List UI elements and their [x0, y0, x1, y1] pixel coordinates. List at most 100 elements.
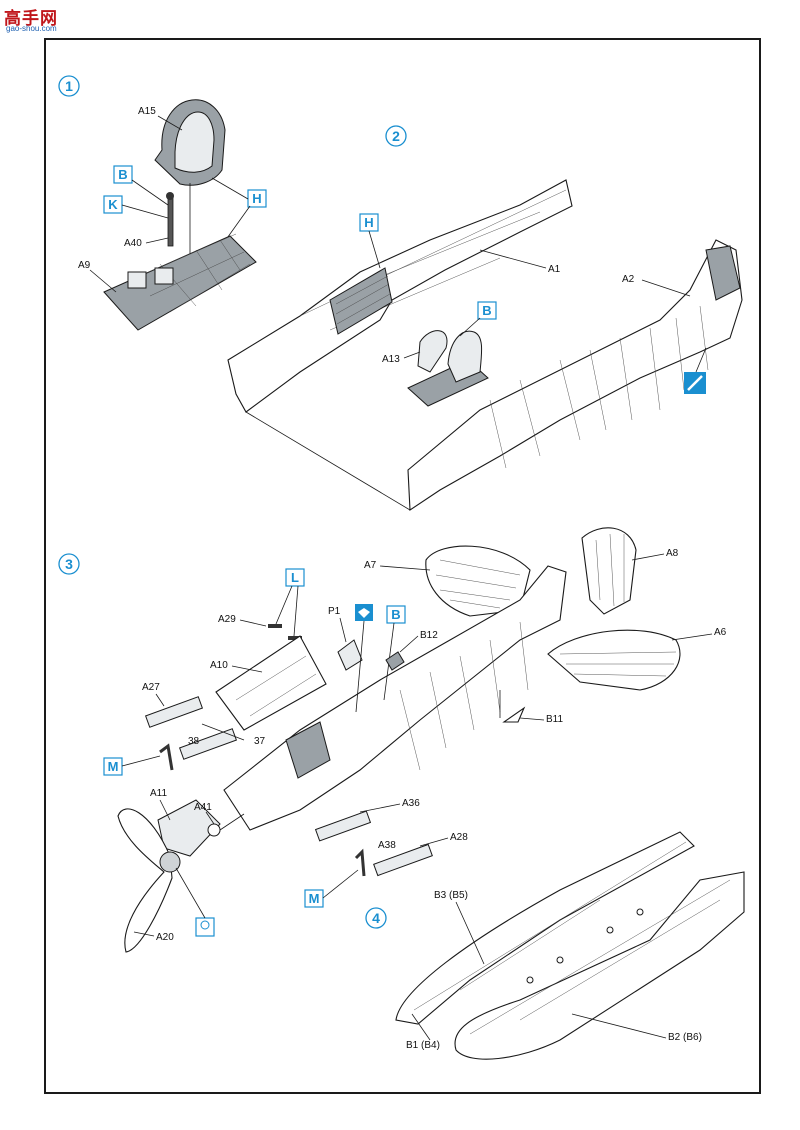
callout-b-step3-text: B [391, 607, 400, 622]
rudder-a8-detail [595, 533, 625, 607]
wing-lower-b2 [454, 871, 745, 1060]
leader-a36 [359, 803, 401, 813]
step-2-circle [385, 125, 407, 147]
part-b11 [502, 706, 526, 723]
exhaust-a36 [314, 810, 372, 842]
leader-k [121, 204, 169, 219]
cowling-top-a10 [215, 635, 327, 731]
fuselage-left-a1 [227, 179, 573, 413]
callout-k-text: K [108, 197, 118, 212]
label-a41: A41 [194, 802, 212, 813]
step-3-number: 3 [65, 556, 73, 572]
wing-hole-3 [606, 926, 614, 934]
callout-b-step2 [477, 301, 497, 320]
label-a36: A36 [402, 798, 420, 809]
tailplane-a6-detail [559, 651, 677, 677]
leader-a2 [641, 279, 691, 297]
wing-hole-4 [636, 908, 644, 916]
callout-l-text: L [291, 570, 299, 585]
label-a28: A28 [450, 832, 468, 843]
fuselage-right-a2 [407, 239, 743, 511]
label-a8: A8 [666, 548, 679, 559]
leader-h-step2 [368, 230, 381, 269]
label-b12: B12 [420, 630, 438, 641]
floor-pedal-left [127, 271, 147, 289]
step-1-group: 1 A15 B K H A40 A9 [58, 75, 267, 331]
label-b3b5: B3 (B5) [434, 890, 468, 901]
label-a29: A29 [218, 614, 236, 625]
instruction-frame [44, 38, 761, 1094]
washer-a41 [207, 823, 221, 837]
label-b2b6: B2 (B6) [668, 1032, 702, 1043]
wing-upper-b3 [395, 831, 695, 1025]
part-m-pipe-step3 [159, 743, 174, 771]
fuselage-a2-panels [489, 305, 709, 469]
step-2-number: 2 [392, 128, 400, 144]
callout-h-step1 [247, 189, 267, 208]
light-bulb-icon-glyph [200, 920, 210, 930]
label-a2: A2 [622, 274, 635, 285]
leader-a11 [159, 799, 171, 821]
canopy-p1 [337, 639, 363, 671]
label-a15: A15 [138, 106, 156, 117]
label-a10: A10 [210, 660, 228, 671]
exhaust-37 [178, 728, 238, 760]
callout-m-step3-text: M [108, 759, 119, 774]
floor-pedal-right [154, 267, 174, 285]
wing-b2-detail [469, 879, 731, 1035]
leader-m-step3b [322, 869, 359, 899]
label-b11: B11 [546, 714, 563, 725]
label-b1b4: B1 (B4) [406, 1040, 440, 1051]
step-4-circle [365, 907, 387, 929]
callout-k [103, 195, 123, 214]
clear-part-icon-glyph [358, 608, 370, 618]
tailplane-a7 [425, 545, 531, 617]
step-1-circle [58, 75, 80, 97]
label-a11: A11 [150, 788, 167, 799]
stick-grip [166, 192, 174, 200]
leader-bulb [175, 867, 206, 919]
leader-b3b5 [455, 901, 485, 965]
label-p1: P1 [328, 606, 341, 617]
part-a13 [417, 330, 448, 373]
fuselage-a1-frame-detail [335, 275, 391, 325]
leader-a28 [419, 837, 449, 847]
leader-h-seat [211, 177, 249, 200]
leader-a13 [403, 351, 421, 359]
callout-b-step2-text: B [482, 303, 491, 318]
label-38: 38 [188, 736, 200, 747]
leader-a20 [133, 931, 155, 937]
leader-l-1 [275, 585, 293, 625]
leader-b2b6 [571, 1013, 667, 1039]
label-a13: A13 [382, 354, 400, 365]
label-a1: A1 [548, 264, 561, 275]
wing-b3-detail [413, 841, 687, 1011]
step-3-circle [58, 553, 80, 575]
label-a40: A40 [124, 238, 142, 249]
callout-m-step3 [103, 757, 123, 776]
leader-a41 [205, 811, 215, 825]
leader-a9 [89, 269, 117, 293]
seat-a15-inner [174, 111, 215, 173]
label-a20: A20 [156, 932, 174, 943]
join-line-prop [219, 813, 245, 831]
leader-a40 [145, 237, 169, 244]
fuselage-a1-frame [329, 267, 393, 335]
control-stick-a40 [167, 195, 174, 247]
leader-b12 [399, 635, 419, 653]
leader-a1 [479, 249, 547, 269]
step-4-number: 4 [372, 910, 380, 926]
wing-hole-1 [526, 976, 534, 984]
part-a38-pipe [354, 848, 366, 877]
floor-a9-detail [129, 233, 251, 313]
label-a7: A7 [364, 560, 377, 571]
leader-a8 [631, 553, 665, 561]
cowling-opening [285, 721, 331, 779]
leader-m-step3 [121, 755, 161, 767]
leader-a7 [379, 565, 431, 571]
tailplane-a6 [547, 629, 681, 691]
cockpit-floor-a9 [103, 235, 257, 331]
fin-a2-detail [705, 245, 741, 301]
step-1-number: 1 [65, 78, 73, 94]
